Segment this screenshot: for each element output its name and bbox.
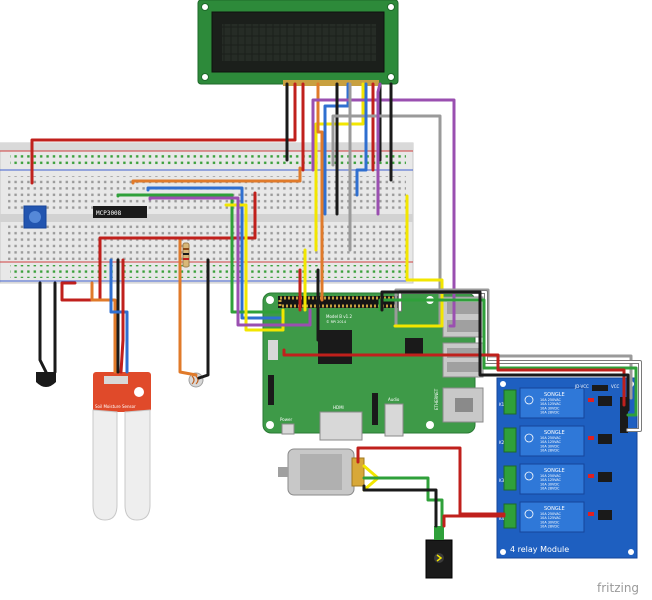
cert-mark-icon	[524, 509, 534, 519]
relay-brand-label: SONGLE	[544, 468, 565, 474]
rpi-audio-label: Audio	[388, 397, 400, 402]
wire-green-41	[362, 476, 444, 528]
wire-green-36	[378, 298, 638, 417]
wire-green-13	[116, 193, 285, 314]
relay-k-label: K4	[499, 516, 505, 521]
relay-3	[519, 463, 585, 495]
relay-spec-label: 10A 125VAC	[540, 440, 562, 444]
soil-moisture-sensor-icon	[92, 372, 151, 521]
rpi-power-label: Power	[280, 417, 292, 422]
optocoupler	[598, 472, 612, 482]
status-led	[588, 474, 594, 478]
wire-purple-15	[148, 196, 312, 327]
relay-spec-label: 10A 250VAC	[540, 474, 562, 478]
relay-1	[519, 387, 585, 419]
wire-black-2	[38, 281, 48, 374]
rpi-copyright-label: © RPi 2014	[326, 320, 347, 324]
soil-sensor-label: Soil Moisture Sensor	[95, 404, 136, 409]
screw-terminal	[503, 427, 517, 453]
relay-spec-label: 10A 125VAC	[540, 516, 562, 520]
rpi-hdmi-label: HDMI	[333, 405, 344, 410]
screw-terminal	[503, 389, 517, 415]
cert-mark-icon	[524, 433, 534, 443]
relay-spec-label: 10A 250VAC	[540, 512, 562, 516]
relay-spec-label: 10A 125VAC	[540, 402, 562, 406]
cert-mark-icon	[524, 395, 534, 405]
temperature-sensor-icon	[36, 372, 56, 387]
relay-jdvcc-label: JD-VCC	[574, 384, 589, 389]
wire-blue-12	[146, 186, 283, 320]
wire-blue-6	[109, 258, 129, 374]
wire-purple-21	[311, 98, 456, 328]
wire-purple-27	[376, 82, 382, 216]
wire-red-10	[98, 191, 257, 245]
screw-terminal	[503, 503, 517, 529]
dc-power-jack-icon	[425, 526, 453, 579]
breadboard	[0, 142, 414, 284]
relay-spec-label: 10A 30VDC	[540, 520, 560, 524]
relay-k-label: K3	[499, 478, 505, 483]
relay-k-label: K2	[499, 440, 505, 445]
fritzing-watermark: fritzing	[597, 581, 639, 595]
wire-orange-11	[131, 166, 302, 185]
relay-spec-label: 10A 30VDC	[540, 444, 560, 448]
adc-chip-icon	[93, 206, 147, 218]
wire-gray-25	[331, 114, 442, 328]
screw-terminal	[503, 465, 517, 491]
wire-orange-20	[316, 82, 324, 302]
relay-spec-label: 10A 125VAC	[540, 478, 562, 482]
relay-brand-label: SONGLE	[544, 506, 565, 512]
relay-brand-label: SONGLE	[544, 392, 565, 398]
optocoupler	[598, 510, 612, 520]
status-led	[588, 398, 594, 402]
relay-spec-label: 10A 250VAC	[540, 398, 562, 402]
status-led	[588, 436, 594, 440]
relay-2	[519, 425, 585, 457]
adc-chip-label: MCP3008	[96, 210, 122, 217]
wiring	[30, 82, 642, 528]
wire-orange-4	[90, 281, 117, 374]
rpi-ethernet-label: ETHERNET	[434, 388, 439, 410]
wire-red-43	[442, 514, 506, 528]
relay-spec-label: 10A 30VDC	[540, 406, 560, 410]
wire-red-39	[356, 446, 506, 516]
dc-motor-icon	[278, 448, 365, 496]
cert-mark-icon	[524, 471, 534, 481]
relay-module-title: 4 relay Module	[510, 545, 569, 554]
resistor-icon	[182, 242, 190, 268]
wire-black-42	[362, 484, 438, 528]
potentiometer-icon	[23, 205, 47, 229]
relay-brand-label: SONGLE	[544, 430, 565, 436]
rpi-model-label: Model B v1.2	[326, 314, 352, 319]
wire-blue-28	[355, 82, 368, 197]
relay-spec-label: 10A 28VDC	[540, 449, 560, 453]
relay-spec-label: 10A 28VDC	[540, 525, 560, 529]
wire-red-0	[30, 82, 297, 185]
wire-black-9	[197, 258, 210, 380]
wire-yellow-26	[393, 194, 444, 328]
wire-red-1	[60, 241, 102, 302]
relay-4	[519, 501, 585, 533]
wire-black-38	[380, 290, 630, 412]
status-led	[588, 512, 594, 516]
raspberry-pi-icon	[262, 292, 484, 441]
relay-spec-label: 10A 30VDC	[540, 482, 560, 486]
relay-spec-label: 10A 250VAC	[540, 436, 562, 440]
wire-red-7	[119, 258, 125, 374]
lcd-display-icon	[197, 0, 399, 86]
relay-k-label: K1	[499, 402, 505, 407]
wire-yellow-18	[314, 82, 365, 252]
relay-spec-label: 10A 28VDC	[540, 487, 560, 491]
relay-spec-label: 10A 28VDC	[540, 411, 560, 415]
optocoupler	[598, 396, 612, 406]
relay-vcc-label: VCC	[611, 384, 620, 389]
optocoupler	[598, 434, 612, 444]
